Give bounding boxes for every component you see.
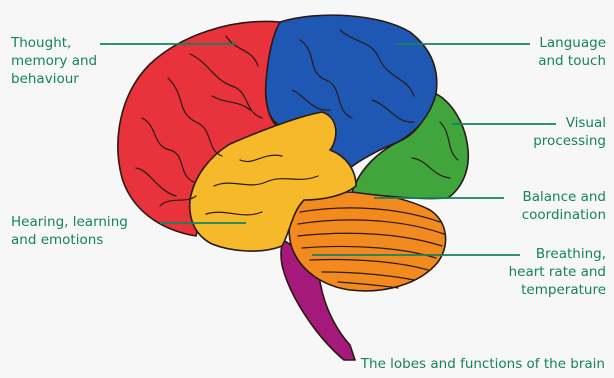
language-touch-label: Language and touch [538,34,606,70]
breathing-heart-rate-temperature-label: Breathing, heart rate and temperature [509,245,606,299]
visual-processing-label: Visual processing [533,114,606,150]
hearing-learning-emotions-label: Hearing, learning and emotions [11,213,128,249]
diagram-caption: The lobes and functions of the brain [361,356,605,372]
thought-memory-behaviour-label: Thought, memory and behaviour [11,34,97,88]
cerebellum [289,192,445,291]
balance-coordination-label: Balance and coordination [522,188,606,224]
